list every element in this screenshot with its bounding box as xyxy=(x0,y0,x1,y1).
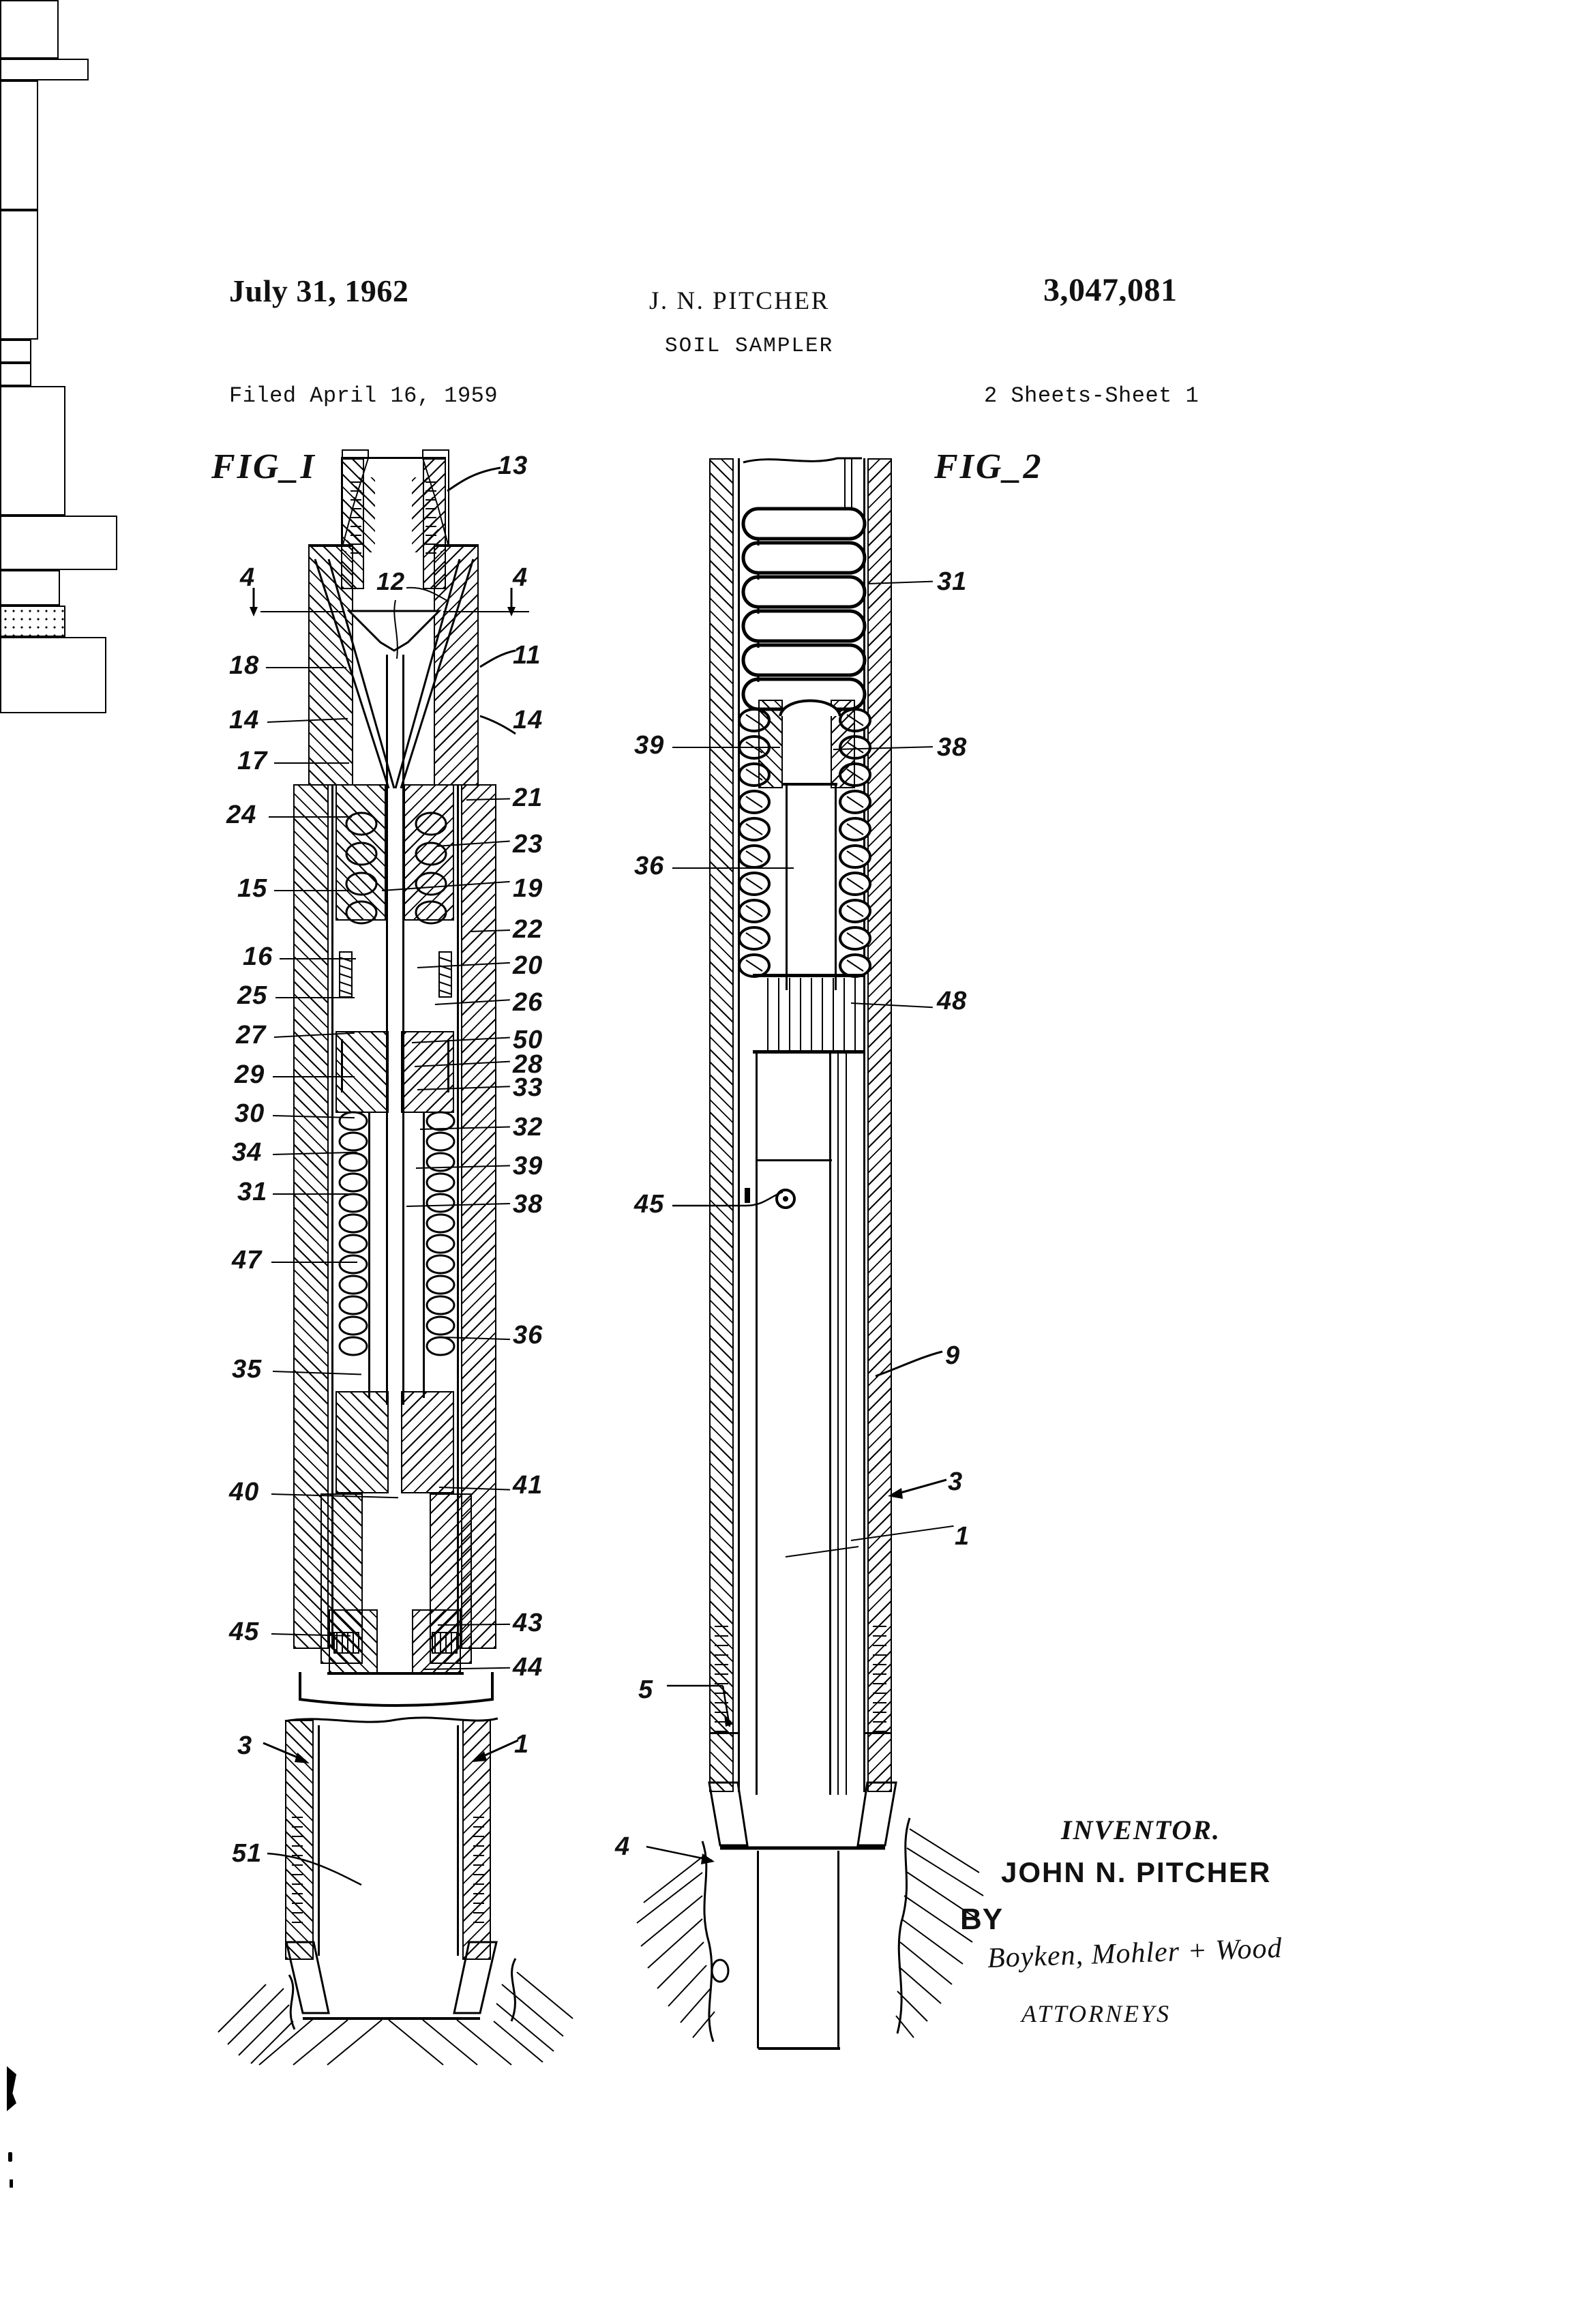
ref-35: 35 xyxy=(232,1355,263,1384)
ref-20: 20 xyxy=(513,951,543,980)
ref-26: 26 xyxy=(513,988,543,1017)
ref-18: 18 xyxy=(229,651,260,680)
ref-51: 51 xyxy=(232,1839,263,1868)
ref-1-fig1: 1 xyxy=(514,1730,530,1759)
ref-32: 32 xyxy=(513,1113,543,1142)
ref-36-fig1: 36 xyxy=(513,1321,543,1350)
ref-16: 16 xyxy=(243,942,273,971)
ref-43: 43 xyxy=(513,1609,543,1637)
ref-1-fig2: 1 xyxy=(955,1522,970,1551)
figure-2-drawing xyxy=(0,457,1582,2050)
ref-39-fig2: 39 xyxy=(634,731,665,760)
ref-48: 48 xyxy=(937,987,968,1015)
ref-33: 33 xyxy=(513,1073,543,1102)
ref-28: 28 xyxy=(513,1050,543,1079)
ref-27: 27 xyxy=(236,1021,267,1049)
ref-41: 41 xyxy=(513,1471,543,1500)
ref-44: 44 xyxy=(513,1653,543,1682)
ref-11: 11 xyxy=(513,641,541,670)
section-mark-4-right: 4 xyxy=(513,563,528,592)
patent-title: SOIL SAMPLER xyxy=(665,334,834,358)
figure-1-caption: FIG_I xyxy=(211,447,316,486)
ref-25: 25 xyxy=(237,981,268,1010)
ref-14-right: 14 xyxy=(513,706,543,734)
ref-45-fig1: 45 xyxy=(229,1618,260,1646)
ref-31-fig2: 31 xyxy=(937,567,968,596)
ref-19: 19 xyxy=(513,874,543,903)
ref-40: 40 xyxy=(229,1478,260,1506)
ref-39-fig1: 39 xyxy=(513,1152,543,1180)
inventor-initials: J. N. PITCHER xyxy=(649,287,830,315)
ref-9: 9 xyxy=(945,1341,961,1370)
ref-17: 17 xyxy=(237,747,268,775)
attorneys-label: ATTORNEYS xyxy=(1021,2000,1171,2027)
ref-23: 23 xyxy=(513,830,543,859)
ref-15: 15 xyxy=(237,874,268,903)
section-mark-4-left: 4 xyxy=(240,563,256,592)
ref-36-fig2: 36 xyxy=(634,852,665,880)
patent-number: 3,047,081 xyxy=(1043,272,1178,308)
ref-12: 12 xyxy=(376,567,406,595)
ref-21: 21 xyxy=(513,784,543,812)
inventor-full-name: JOHN N. PITCHER xyxy=(1001,1856,1272,1888)
ref-24: 24 xyxy=(226,801,257,829)
figure-1-drawing: 4 4 12 xyxy=(0,0,1582,2066)
ref-31-fig1: 31 xyxy=(237,1178,268,1206)
ref-14-left: 14 xyxy=(229,706,260,734)
filing-date: Filed April 16, 1959 xyxy=(229,383,498,408)
ref-45-fig2: 45 xyxy=(634,1190,665,1219)
sheet-count: 2 Sheets-Sheet 1 xyxy=(984,383,1199,408)
ref-3-fig1: 3 xyxy=(237,1731,253,1760)
ref-34: 34 xyxy=(232,1138,263,1167)
ref-38-fig1: 38 xyxy=(513,1190,543,1219)
ref-4-fig2: 4 xyxy=(615,1832,631,1861)
scan-artifact-1 xyxy=(7,2066,16,2111)
ref-22: 22 xyxy=(513,915,543,944)
scan-artifact-2 xyxy=(8,2152,12,2162)
figure-2-caption: FIG_2 xyxy=(934,447,1043,486)
ref-29: 29 xyxy=(235,1060,265,1089)
ref-38-fig2: 38 xyxy=(937,733,968,762)
scan-artifact-3 xyxy=(10,2179,13,2188)
ref-13: 13 xyxy=(498,451,528,480)
ref-3-fig2: 3 xyxy=(948,1468,964,1496)
attorney-signature: Boyken, Mohler + Wood xyxy=(987,1932,1283,1974)
issue-date: July 31, 1962 xyxy=(229,273,409,308)
ref-47: 47 xyxy=(232,1246,263,1275)
by-label: BY xyxy=(960,1903,1004,1936)
ref-30: 30 xyxy=(235,1099,265,1128)
ref-5: 5 xyxy=(638,1675,654,1704)
ref-50: 50 xyxy=(513,1026,543,1054)
inventor-label: INVENTOR. xyxy=(1061,1815,1221,1845)
